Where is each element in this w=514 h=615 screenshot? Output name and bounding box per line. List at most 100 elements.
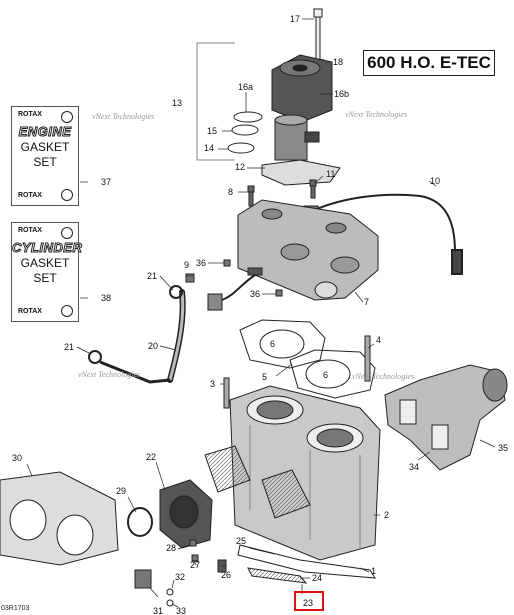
fitting-9-part <box>185 273 195 283</box>
airbox-30-part <box>0 471 119 566</box>
stud-4-part <box>364 335 371 382</box>
watermark: vNext Technologies <box>92 112 155 121</box>
screw-33-part <box>166 599 174 607</box>
screw-28-part <box>189 539 197 547</box>
kit-brand-bottom: ROTAX <box>18 192 42 199</box>
exhaust-manifold-part <box>384 364 508 471</box>
callout-27: 27 <box>190 560 200 570</box>
callout-20: 20 <box>148 341 158 351</box>
callout-33: 33 <box>176 606 186 615</box>
callout-16a: 16a <box>238 82 253 92</box>
callout-37: 37 <box>101 177 112 187</box>
bracket-13 <box>196 42 235 161</box>
callout-11: 11 <box>326 169 335 179</box>
callout-22: 22 <box>146 452 156 462</box>
callout-8: 8 <box>228 187 233 197</box>
throttle-body-22-part <box>159 479 213 549</box>
rotax-logo-icon <box>61 189 73 201</box>
temp-sensor-part <box>207 267 263 311</box>
cover-16b-part <box>271 54 333 123</box>
kit-brand: ROTAX <box>18 111 42 118</box>
head-gasket-6a-part <box>239 319 326 369</box>
callout-34: 34 <box>409 462 419 472</box>
kit-subtitle: GASKET <box>20 140 70 154</box>
valve-cylinder-part <box>261 114 341 186</box>
clamp-21a-part <box>169 285 183 299</box>
kit-brand-bottom: ROTAX <box>18 308 42 315</box>
bolt-11-part <box>309 179 317 199</box>
cylinder-block-2-part <box>229 385 381 561</box>
screw-36a-part <box>223 259 231 267</box>
bolt-17-part <box>313 8 323 60</box>
callout-4: 4 <box>376 335 381 345</box>
callout-13: 13 <box>172 98 182 108</box>
sensor-31-part <box>134 569 152 589</box>
callout-6a: 6 <box>270 339 275 349</box>
callout-23: 23 <box>303 598 313 608</box>
hose-20b-part <box>99 360 171 384</box>
clamp-21b-part <box>88 350 102 364</box>
callout-labels: 17 18 16a 16b 15 14 13 12 11 10 8 9 36 3… <box>12 14 508 615</box>
callout-21a: 21 <box>147 271 157 281</box>
kit-subtitle: GASKET <box>20 256 70 270</box>
callout-30: 30 <box>12 453 22 463</box>
callout-32: 32 <box>175 572 185 582</box>
callout-36b: 36 <box>250 289 260 299</box>
rotax-logo-icon <box>61 305 73 317</box>
screw-27-part <box>191 554 199 562</box>
o-ring-15-part <box>231 124 259 136</box>
callout-29: 29 <box>116 486 126 496</box>
kit-subtitle-2: SET <box>33 155 57 169</box>
callout-16b: 16b <box>334 89 349 99</box>
o-ring-14-part <box>227 142 255 154</box>
o-ring-16a-part <box>233 111 263 123</box>
highlight-callout-23 <box>294 591 324 611</box>
kit-subtitle-2: SET <box>33 271 57 285</box>
callout-3: 3 <box>210 379 215 389</box>
callout-10: 10 <box>430 176 440 186</box>
callout-21b: 21 <box>64 342 74 352</box>
kit-brand: ROTAX <box>18 227 42 234</box>
watermark: vNext Technologies <box>345 110 408 119</box>
leader-lines <box>26 18 496 608</box>
callout-25: 25 <box>236 536 246 546</box>
callout-36a: 36 <box>196 258 206 268</box>
kit-title: ENGINE <box>18 124 72 140</box>
cylinder-gasket-set-kit: ROTAX CYLINDER GASKET SET ROTAX <box>11 222 83 322</box>
callout-7: 7 <box>364 297 369 307</box>
cylinder-head-7-part <box>237 199 379 301</box>
callout-1: 1 <box>371 566 376 576</box>
clamp-29-part <box>127 507 153 537</box>
callout-9: 9 <box>184 260 189 270</box>
callout-5: 5 <box>262 372 267 382</box>
callout-31: 31 <box>153 606 163 615</box>
callout-2: 2 <box>384 510 389 520</box>
callout-24: 24 <box>312 573 322 583</box>
kit-title: CYLINDER <box>12 240 83 256</box>
callout-28: 28 <box>166 543 176 553</box>
drawing-code: 03R1703 <box>1 605 30 612</box>
head-gasket-6b-part <box>289 349 376 399</box>
model-title: 600 H.O. E-TEC <box>363 50 495 76</box>
callout-38: 38 <box>101 293 112 303</box>
callout-12: 12 <box>235 162 245 172</box>
watermark: vNext Technologies <box>78 370 141 379</box>
watermark: vNext Technologies <box>352 372 415 381</box>
reed-valve-part <box>204 445 311 519</box>
rotax-logo-icon <box>61 227 73 239</box>
callout-17: 17 <box>290 14 300 24</box>
gasket-25-part <box>249 547 276 555</box>
callout-6b: 6 <box>323 370 328 380</box>
callout-15: 15 <box>207 126 217 136</box>
rotax-logo-icon <box>61 111 73 123</box>
screw-36b-part <box>275 289 283 297</box>
callout-14: 14 <box>204 143 214 153</box>
bolt-8-part <box>247 185 255 207</box>
callout-35: 35 <box>498 443 508 453</box>
stud-3-part <box>223 377 230 409</box>
base-gasket-1-part <box>237 544 376 579</box>
washer-32-part <box>166 588 174 596</box>
gasket-24-part <box>247 567 308 584</box>
